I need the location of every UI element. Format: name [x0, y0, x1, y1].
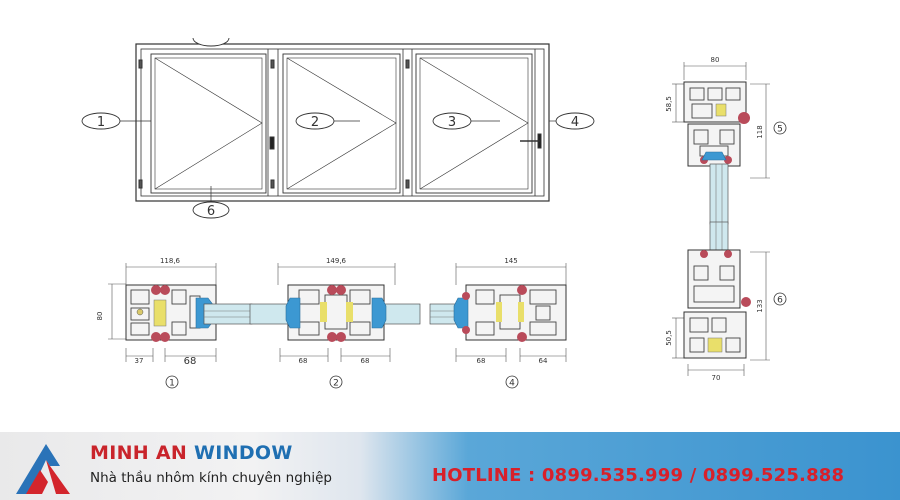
- dim-sec5-width: 80: [711, 56, 720, 64]
- dim-sec2-a: 68: [299, 357, 308, 365]
- marker-top-ellipse: [192, 37, 230, 47]
- section-4: [429, 263, 567, 362]
- technical-drawing: 1 2 3 4 6: [81, 37, 787, 389]
- section-label-2: 2: [333, 379, 339, 389]
- brand-name: MINH AN WINDOW: [90, 442, 293, 464]
- dim-sec4-width: 145: [504, 257, 517, 265]
- elevation-marker-2: 2: [311, 115, 319, 130]
- section-label-4: 4: [509, 379, 515, 389]
- section-label-1: 1: [169, 379, 175, 389]
- dim-sec1-a: 37: [135, 357, 144, 365]
- elevation-marker-3: 3: [448, 115, 456, 130]
- section-label-6: 6: [777, 296, 783, 306]
- dim-sec1-b: 68: [184, 356, 197, 367]
- elevation-marker-1: 1: [97, 115, 105, 130]
- dim-sec2-width: 149,6: [326, 257, 347, 265]
- section-label-5: 5: [777, 125, 783, 135]
- section-1: [108, 263, 253, 362]
- dim-sec6-height: 133: [756, 299, 764, 312]
- brand-footer: MINH AN WINDOW Nhà thầu nhôm kính chuyên…: [0, 432, 900, 500]
- marker-3-ellipse: [432, 112, 472, 130]
- dim-sec1-width: 118,6: [160, 257, 181, 265]
- brand-name-part2: WINDOW: [194, 442, 293, 464]
- dim-sec5-total: 118: [756, 125, 764, 138]
- hotline-text: HOTLINE : 0899.535.999 / 0899.525.888: [432, 465, 845, 486]
- marker-2-ellipse: [295, 112, 335, 130]
- brand-name-part1: MINH AN: [90, 442, 188, 464]
- section-6-profile: [672, 221, 770, 376]
- minh-an-logo: [16, 444, 70, 494]
- section-5: [672, 62, 770, 225]
- section-2: [249, 263, 421, 362]
- marker-4-ellipse: [555, 112, 595, 130]
- elevation-marker-4: 4: [571, 115, 579, 130]
- dim-sec5-height: 58,5: [665, 96, 673, 112]
- dim-sec4-a: 68: [477, 357, 486, 365]
- dim-sec4-b: 64: [539, 357, 548, 365]
- dim-sec2-b: 68: [361, 357, 370, 365]
- door-elevation: [120, 43, 556, 202]
- dim-sec6-low: 50,5: [665, 330, 673, 346]
- brand-slogan: Nhà thầu nhôm kính chuyên nghiệp: [90, 470, 332, 486]
- elevation-marker-6-bottom: 6: [207, 204, 215, 219]
- marker-6-ellipse: [192, 201, 230, 219]
- dim-sec6-width: 70: [712, 374, 721, 382]
- marker-1-ellipse: [81, 112, 121, 130]
- dim-sec1-height: 80: [96, 312, 104, 321]
